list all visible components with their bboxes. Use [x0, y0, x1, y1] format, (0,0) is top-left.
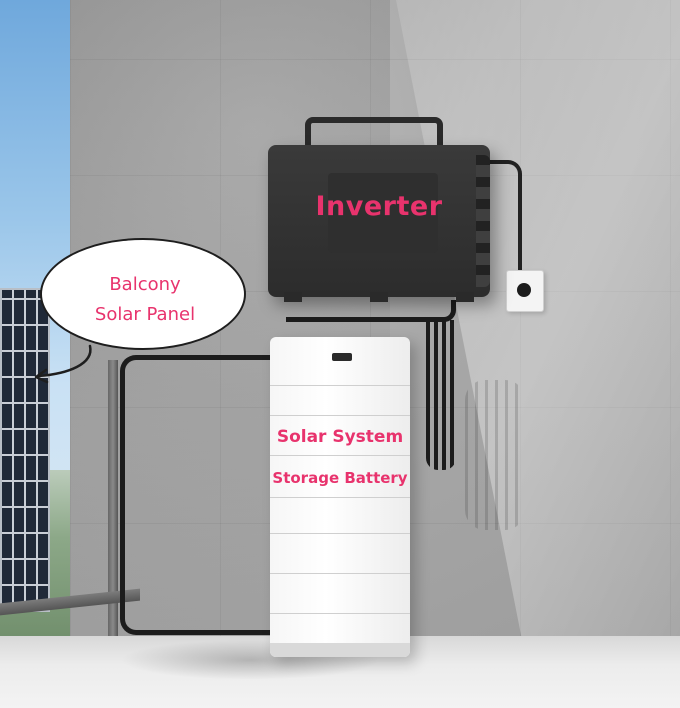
solar-panel-callout-bubble: Balcony Solar Panel	[40, 238, 246, 350]
callout-label-line1: Balcony	[109, 274, 181, 295]
inverter: Inverter	[268, 145, 490, 297]
callout-label-line2: Solar Panel	[94, 304, 196, 325]
battery-label-line1: Solar System	[276, 427, 404, 447]
inverter-heat-fins	[476, 155, 490, 287]
battery-module-seam	[270, 533, 410, 534]
battery-cable-left	[120, 355, 276, 635]
battery-label-line2: Storage Battery	[272, 469, 408, 487]
battery-status-display	[332, 353, 352, 361]
balcony-solar-panel	[0, 288, 50, 612]
storage-battery: Solar System Storage Battery	[270, 337, 410, 657]
callout-arrow-icon	[34, 344, 92, 384]
cable-shadow	[465, 380, 525, 530]
inverter-socket-cable	[488, 160, 522, 280]
inverter-mounting-bracket	[305, 117, 443, 149]
battery-module-seam	[270, 573, 410, 574]
wall-socket	[506, 270, 544, 312]
inverter-front-panel	[328, 173, 438, 253]
inverter-battery-cable-bundle	[286, 300, 456, 322]
cable-bundle-down	[426, 320, 456, 470]
railing-post	[108, 360, 118, 636]
battery-module-seam	[270, 455, 410, 456]
battery-base	[270, 643, 410, 657]
battery-module-seam	[270, 415, 410, 416]
battery-module-seam	[270, 497, 410, 498]
inverter-label: Inverter	[315, 191, 443, 222]
inverter-connectors	[284, 292, 474, 302]
battery-module-seam	[270, 385, 410, 386]
battery-module-seam	[270, 613, 410, 614]
